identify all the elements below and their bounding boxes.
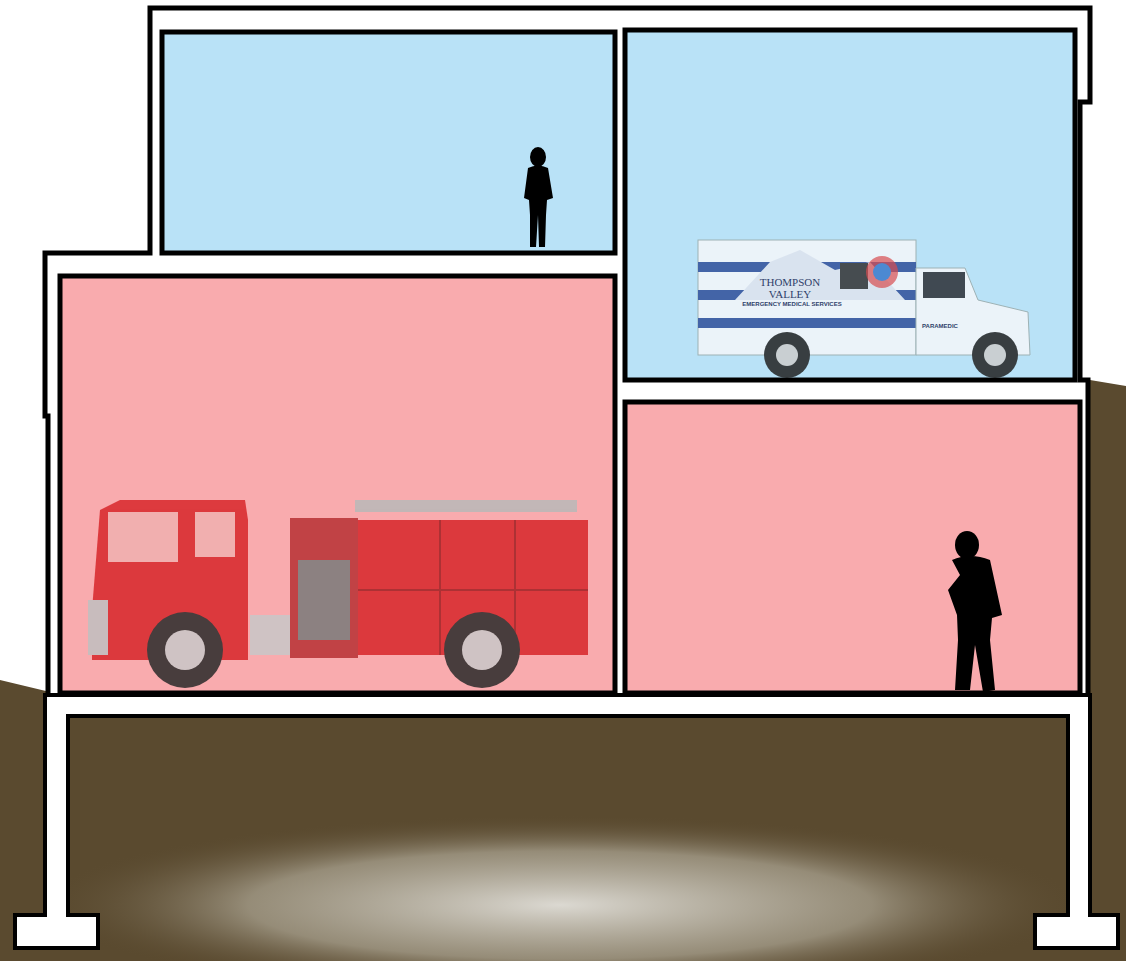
person-silhouette <box>948 531 1002 692</box>
vehicle-lettering: EMERGENCY MEDICAL SERVICES <box>722 301 862 308</box>
fire-truck <box>88 500 588 688</box>
person-silhouette <box>524 147 553 247</box>
building-shell <box>45 8 1090 700</box>
room <box>162 32 615 253</box>
vehicle-lettering: PARAMEDIC <box>915 323 965 330</box>
vehicle-lettering: THOMPSON VALLEY <box>745 276 835 300</box>
room <box>60 276 615 693</box>
room <box>625 30 1075 380</box>
room <box>625 402 1080 693</box>
slab-and-columns <box>15 695 1118 948</box>
ambulance <box>698 240 1030 378</box>
fog <box>40 815 1080 961</box>
